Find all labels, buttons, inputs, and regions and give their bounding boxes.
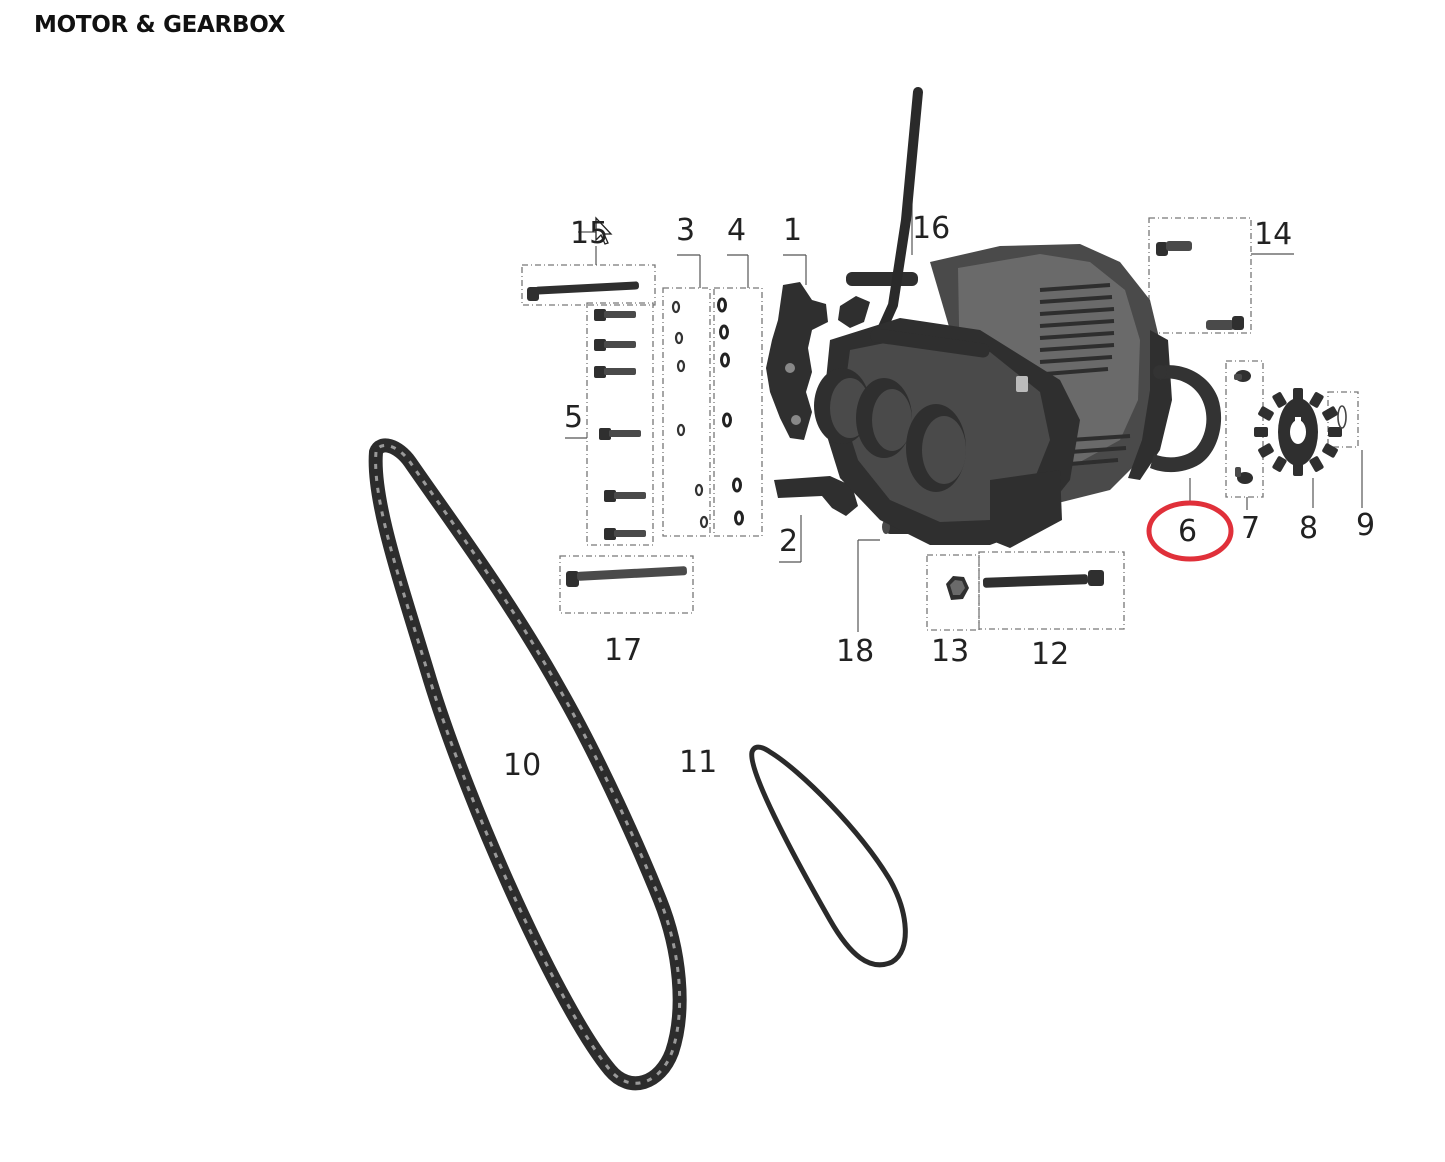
highlight-circle [1146,500,1234,562]
callout-8: 8 [1299,511,1318,546]
sprocket-8-icon [1254,388,1342,476]
bolt-set-14-icon [1156,241,1244,330]
leader-lines [565,200,1363,632]
callout-2: 2 [779,524,798,559]
callout-10: 10 [503,748,541,783]
washer-set-4-icon [717,297,744,526]
callout-14: 14 [1254,217,1292,252]
callout-18: 18 [836,634,874,669]
bolt-17-icon [566,566,687,587]
group-box-13 [926,554,980,631]
group-box-12 [978,551,1125,630]
motor-assembly-icon [814,244,1172,548]
washer-set-3-icon [671,300,709,529]
belt-11-icon [749,744,908,968]
group-box-14 [1148,217,1252,334]
callout-3: 3 [676,213,695,248]
callout-12: 12 [1031,637,1069,672]
callout-17: 17 [604,633,642,668]
group-box-4 [713,287,763,537]
cursor-icon [595,216,613,245]
screw-set-5-icon [594,309,646,540]
bolt-15-icon [527,281,639,301]
group-box-15 [521,264,656,306]
group-box-3 [662,287,711,537]
group-box-5 [586,302,654,546]
callout-1: 1 [783,213,802,248]
callout-11: 11 [679,745,717,780]
pin-16-icon [846,272,918,286]
page-title: MOTOR & GEARBOX [34,12,286,38]
callout-7: 7 [1241,511,1260,546]
callout-6: 6 [1178,514,1197,549]
bracket-2-icon [774,476,858,516]
circlip-9-icon [1337,405,1347,429]
bracket-1-icon [766,282,828,440]
callout-13: 13 [931,634,969,669]
nut-13-icon [946,576,969,600]
bolt-12-icon [982,570,1104,588]
callout-16: 16 [912,211,950,246]
group-box-17 [559,555,694,614]
plate-6-icon [1150,365,1222,473]
callout-9: 9 [1356,508,1375,543]
bolt-set-7-icon [1234,370,1253,484]
group-box-9 [1327,391,1359,448]
chain-10-icon [368,438,687,1091]
callout-5: 5 [564,400,583,435]
clip-bracket-icon [838,296,870,328]
callout-4: 4 [727,213,746,248]
callout-15: 15 [570,216,608,251]
